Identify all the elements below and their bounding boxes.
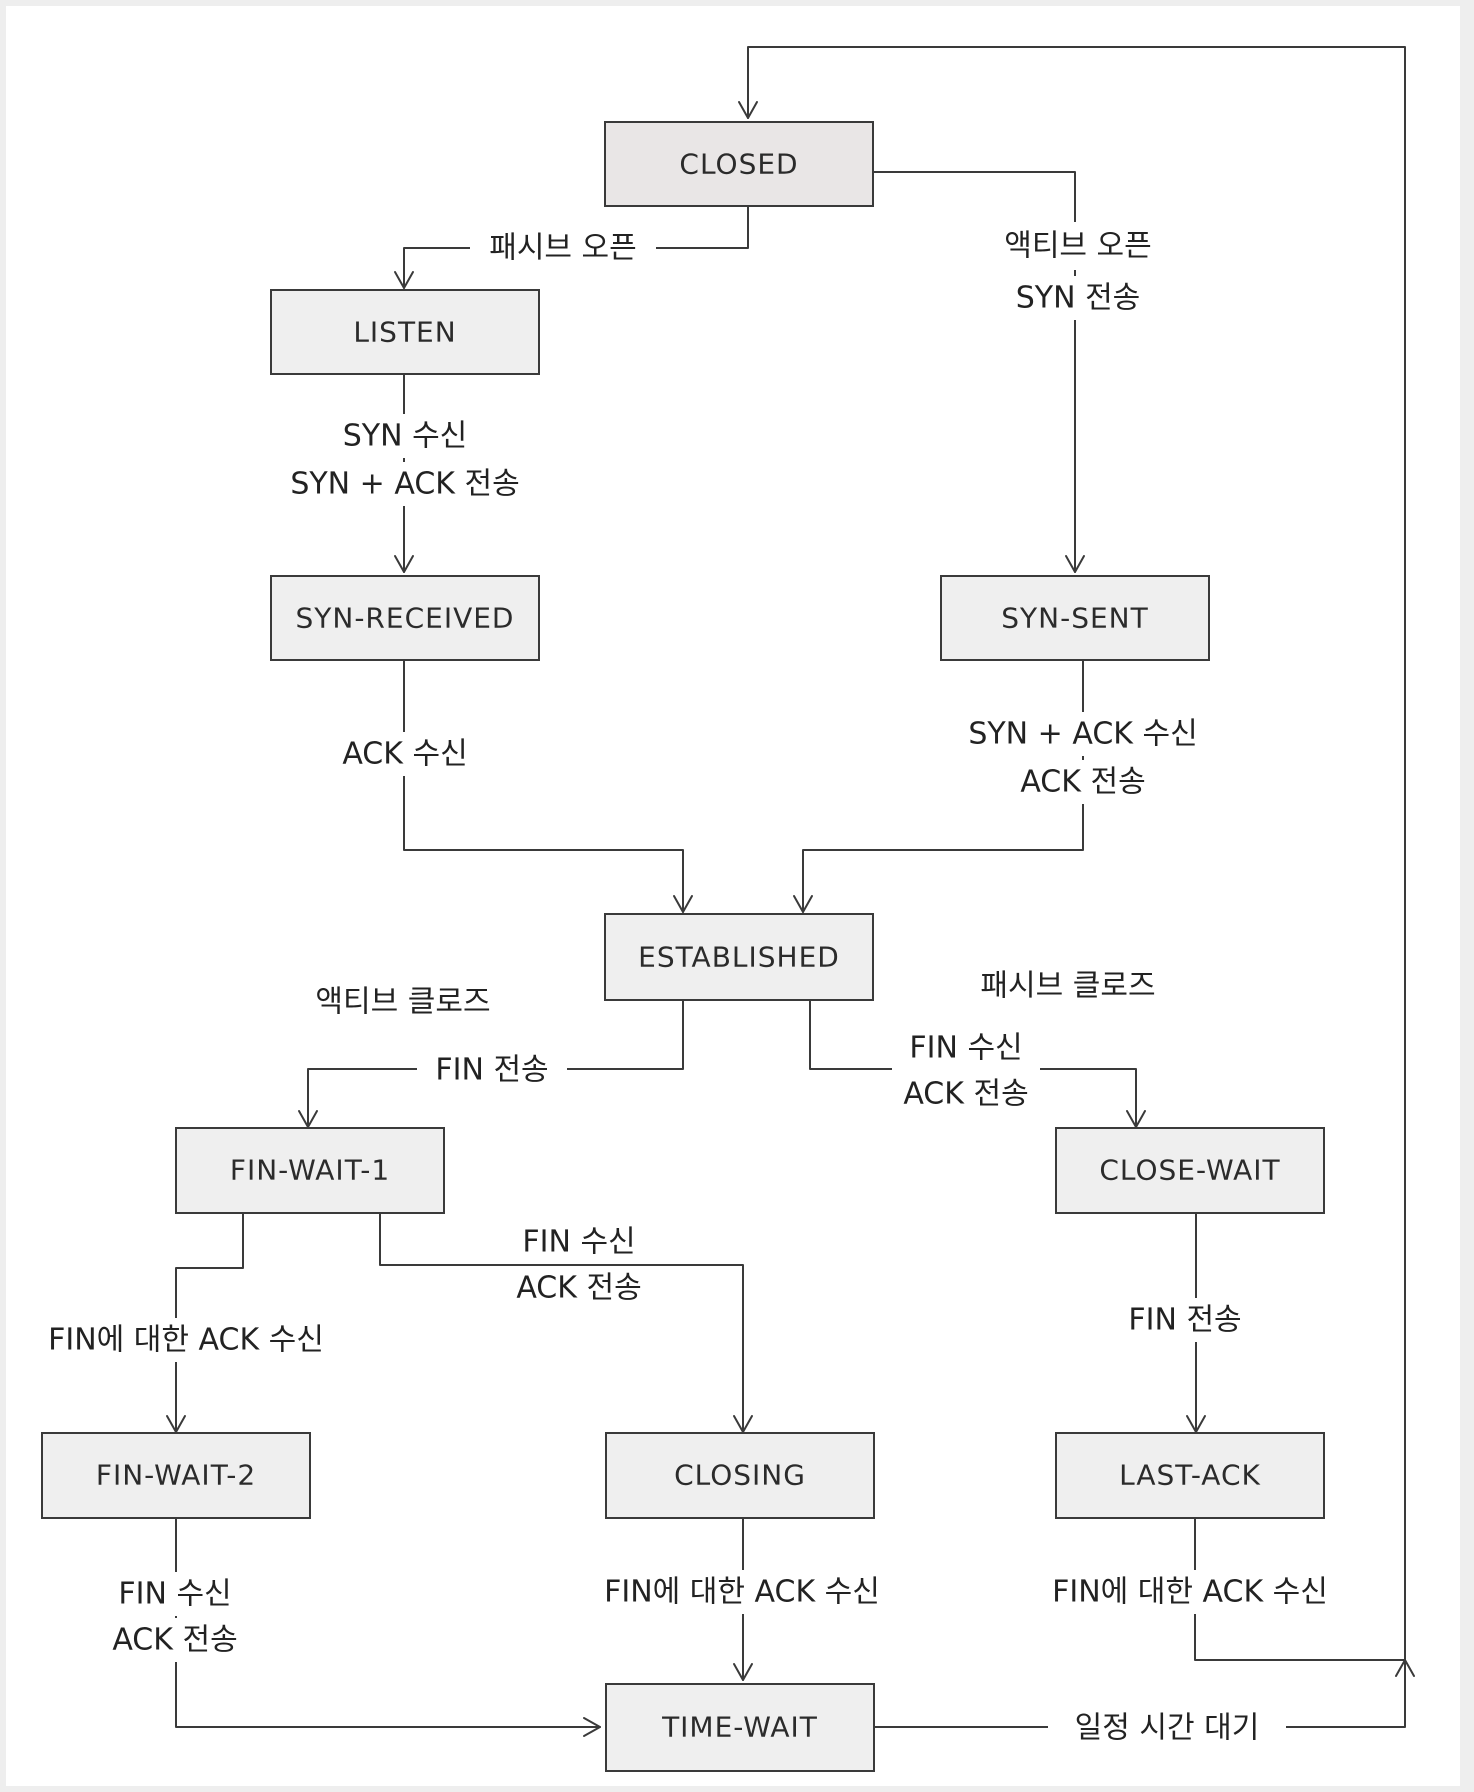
state-last-ack-label: LAST-ACK: [1119, 1459, 1261, 1492]
arrowhead-down: [733, 1663, 753, 1681]
state-fin-wait-1-label: FIN-WAIT-1: [230, 1154, 390, 1187]
arrowhead-right: [583, 1717, 601, 1737]
transition-labels: 패시브 오픈 액티브 오픈 SYN 전송 SYN 수신 SYN + ACK 전송…: [22, 222, 1354, 1750]
label-syn-send: SYN 전송: [1016, 281, 1141, 316]
state-last-ack: LAST-ACK: [1055, 1432, 1325, 1519]
state-syn-received: SYN-RECEIVED: [270, 575, 540, 661]
state-closed: CLOSED: [604, 121, 874, 207]
label-ack-send-right: ACK 전송: [903, 1077, 1028, 1112]
states: CLOSED LISTEN SYN-RECEIVED SYN-SENT ESTA…: [41, 121, 1325, 1772]
edge-finwait1-to-closing: [379, 1212, 744, 1433]
arrowhead-down: [738, 101, 758, 119]
state-listen: LISTEN: [270, 289, 540, 375]
arrowhead-up: [1395, 1659, 1415, 1677]
state-closing: CLOSING: [605, 1432, 875, 1519]
state-syn-received-label: SYN-RECEIVED: [296, 602, 515, 635]
edge-lastack-to-closed: [1194, 1517, 1406, 1661]
state-close-wait: CLOSE-WAIT: [1055, 1127, 1325, 1214]
label-syn-ack-recv: SYN + ACK 수신: [968, 717, 1197, 752]
arrowhead-down: [1065, 555, 1085, 573]
state-closing-label: CLOSING: [674, 1459, 806, 1492]
label-active-open: 액티브 오픈: [1004, 229, 1152, 264]
label-active-close: 액티브 클로즈: [315, 985, 490, 1020]
label-passive-open: 패시브 오픈: [489, 231, 637, 266]
label-ack-send: ACK 전송: [1020, 765, 1145, 800]
state-established-label: ESTABLISHED: [638, 941, 840, 974]
label-syn-recv: SYN 수신: [343, 419, 468, 454]
state-fin-wait-2-label: FIN-WAIT-2: [96, 1459, 256, 1492]
label-timed-wait: 일정 시간 대기: [1075, 1711, 1260, 1746]
state-close-wait-label: CLOSE-WAIT: [1099, 1154, 1280, 1187]
arrowhead-down: [394, 555, 414, 573]
state-syn-sent-label: SYN-SENT: [1001, 602, 1148, 635]
label-fin-recv-right: FIN 수신: [909, 1031, 1022, 1066]
arrowhead-down: [394, 271, 414, 289]
state-time-wait: TIME-WAIT: [605, 1683, 875, 1772]
state-syn-sent: SYN-SENT: [940, 575, 1210, 661]
arrowhead-down: [793, 895, 813, 913]
arrowhead-down: [673, 895, 693, 913]
label-ack-recv: ACK 수신: [342, 737, 467, 772]
label-ack-send-bottom: ACK 전송: [112, 1623, 237, 1658]
label-fin-ack-recv-mid: FIN에 대한 ACK 수신: [604, 1575, 880, 1610]
label-fin-send-left: FIN 전송: [435, 1053, 548, 1088]
state-fin-wait-2: FIN-WAIT-2: [41, 1432, 311, 1519]
label-fin-ack-recv-left: FIN에 대한 ACK 수신: [48, 1323, 324, 1358]
state-listen-label: LISTEN: [353, 316, 456, 349]
state-time-wait-label: TIME-WAIT: [661, 1711, 818, 1744]
label-passive-close: 패시브 클로즈: [980, 969, 1155, 1004]
label-fin-recv-mid: FIN 수신: [522, 1225, 635, 1260]
state-fin-wait-1: FIN-WAIT-1: [175, 1127, 445, 1214]
label-ack-send-mid: ACK 전송: [516, 1271, 641, 1306]
label-syn-ack-send: SYN + ACK 전송: [290, 467, 519, 502]
edge-synreceived-to-established: [403, 659, 684, 913]
label-fin-send-right: FIN 전송: [1128, 1303, 1241, 1338]
label-fin-recv-bottom: FIN 수신: [118, 1577, 231, 1612]
label-fin-ack-recv-right: FIN에 대한 ACK 수신: [1052, 1575, 1328, 1610]
state-established: ESTABLISHED: [604, 913, 874, 1001]
edge-closed-to-synsent: [872, 171, 1076, 573]
state-closed-label: CLOSED: [679, 148, 798, 181]
